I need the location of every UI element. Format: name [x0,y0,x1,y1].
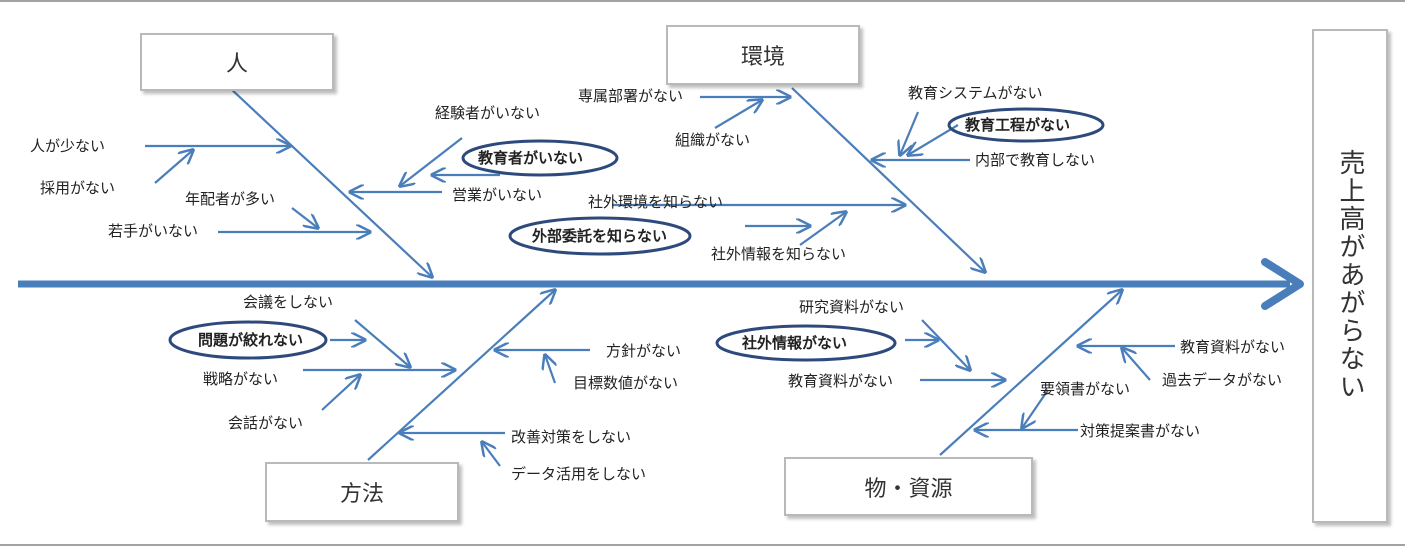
bone-people [229,87,432,277]
cause-no-hiring: 採用がない [40,179,116,197]
cause-no-target: 目標数値がない [573,374,679,392]
cause-cannot-narrow: 問題が絞れない [198,331,304,349]
cause-no-org: 組織がない [675,131,751,149]
bone-materials [939,290,1122,456]
cause-few-people: 人が少ない [30,137,106,155]
cause-no-edu-material-right: 教育資料がない [1180,338,1286,356]
circle-outside-info [715,324,897,362]
category-materials: 物・資源 [784,457,1033,516]
spine-arrowhead [1261,258,1304,310]
cause-no-proposal: 対策提案書がない [1080,422,1201,440]
circle-outsourcing [508,216,692,256]
cause-no-young: 若手がいない [108,222,199,240]
cause-no-edu-system: 教育システムがない [908,84,1043,102]
cause-no-edu-material: 教育資料がない [788,372,894,390]
cause-no-internal-edu: 内部で教育しない [975,151,1096,169]
cause-elderly: 年配者が多い [185,190,276,208]
effect-label: 売上高があがらない [1335,149,1365,401]
cause-no-manual: 要領書がない [1040,380,1131,398]
cause-outside-info-env: 社外情報を知らない [711,245,847,263]
category-environment: 環境 [666,25,860,85]
category-people: 人 [140,33,334,91]
cause-no-strategy: 戦略がない [203,370,279,388]
cause-no-past-data: 過去データがない [1162,371,1283,389]
cause-no-dept: 専属部署がない [578,87,684,105]
cause-no-data-use: データ活用をしない [511,465,647,483]
cause-outsourcing: 外部委託を知らない [532,227,668,245]
category-method: 方法 [265,462,459,522]
category-materials-label: 物・資源 [864,476,953,502]
circle-no-edu-process [947,107,1105,143]
cause-no-meetings: 会議をしない [243,293,334,311]
cause-no-policy: 方針がない [606,342,682,360]
category-people-label: 人 [225,52,248,77]
cause-no-sales: 営業がいない [452,186,543,204]
circle-no-educators [461,139,619,177]
cause-no-edu-process: 教育工程がない [965,116,1071,134]
category-environment-label: 環境 [740,45,785,70]
category-method-label: 方法 [339,482,384,507]
cause-no-improvement: 改善対策をしない [511,428,632,446]
cause-no-educators: 教育者がいない [478,149,584,167]
bone-environment [791,87,985,272]
cause-no-research: 研究資料がない [799,298,905,316]
cause-outside-info-mat: 社外情報がない [742,334,848,352]
cause-no-experienced: 経験者がいない [435,104,541,122]
circle-cannot-narrow [168,320,328,360]
cause-outside-env: 社外環境を知らない [588,193,724,211]
cause-no-talk: 会話がない [228,414,304,432]
effect-box: 売上高があがらない [1312,29,1388,523]
